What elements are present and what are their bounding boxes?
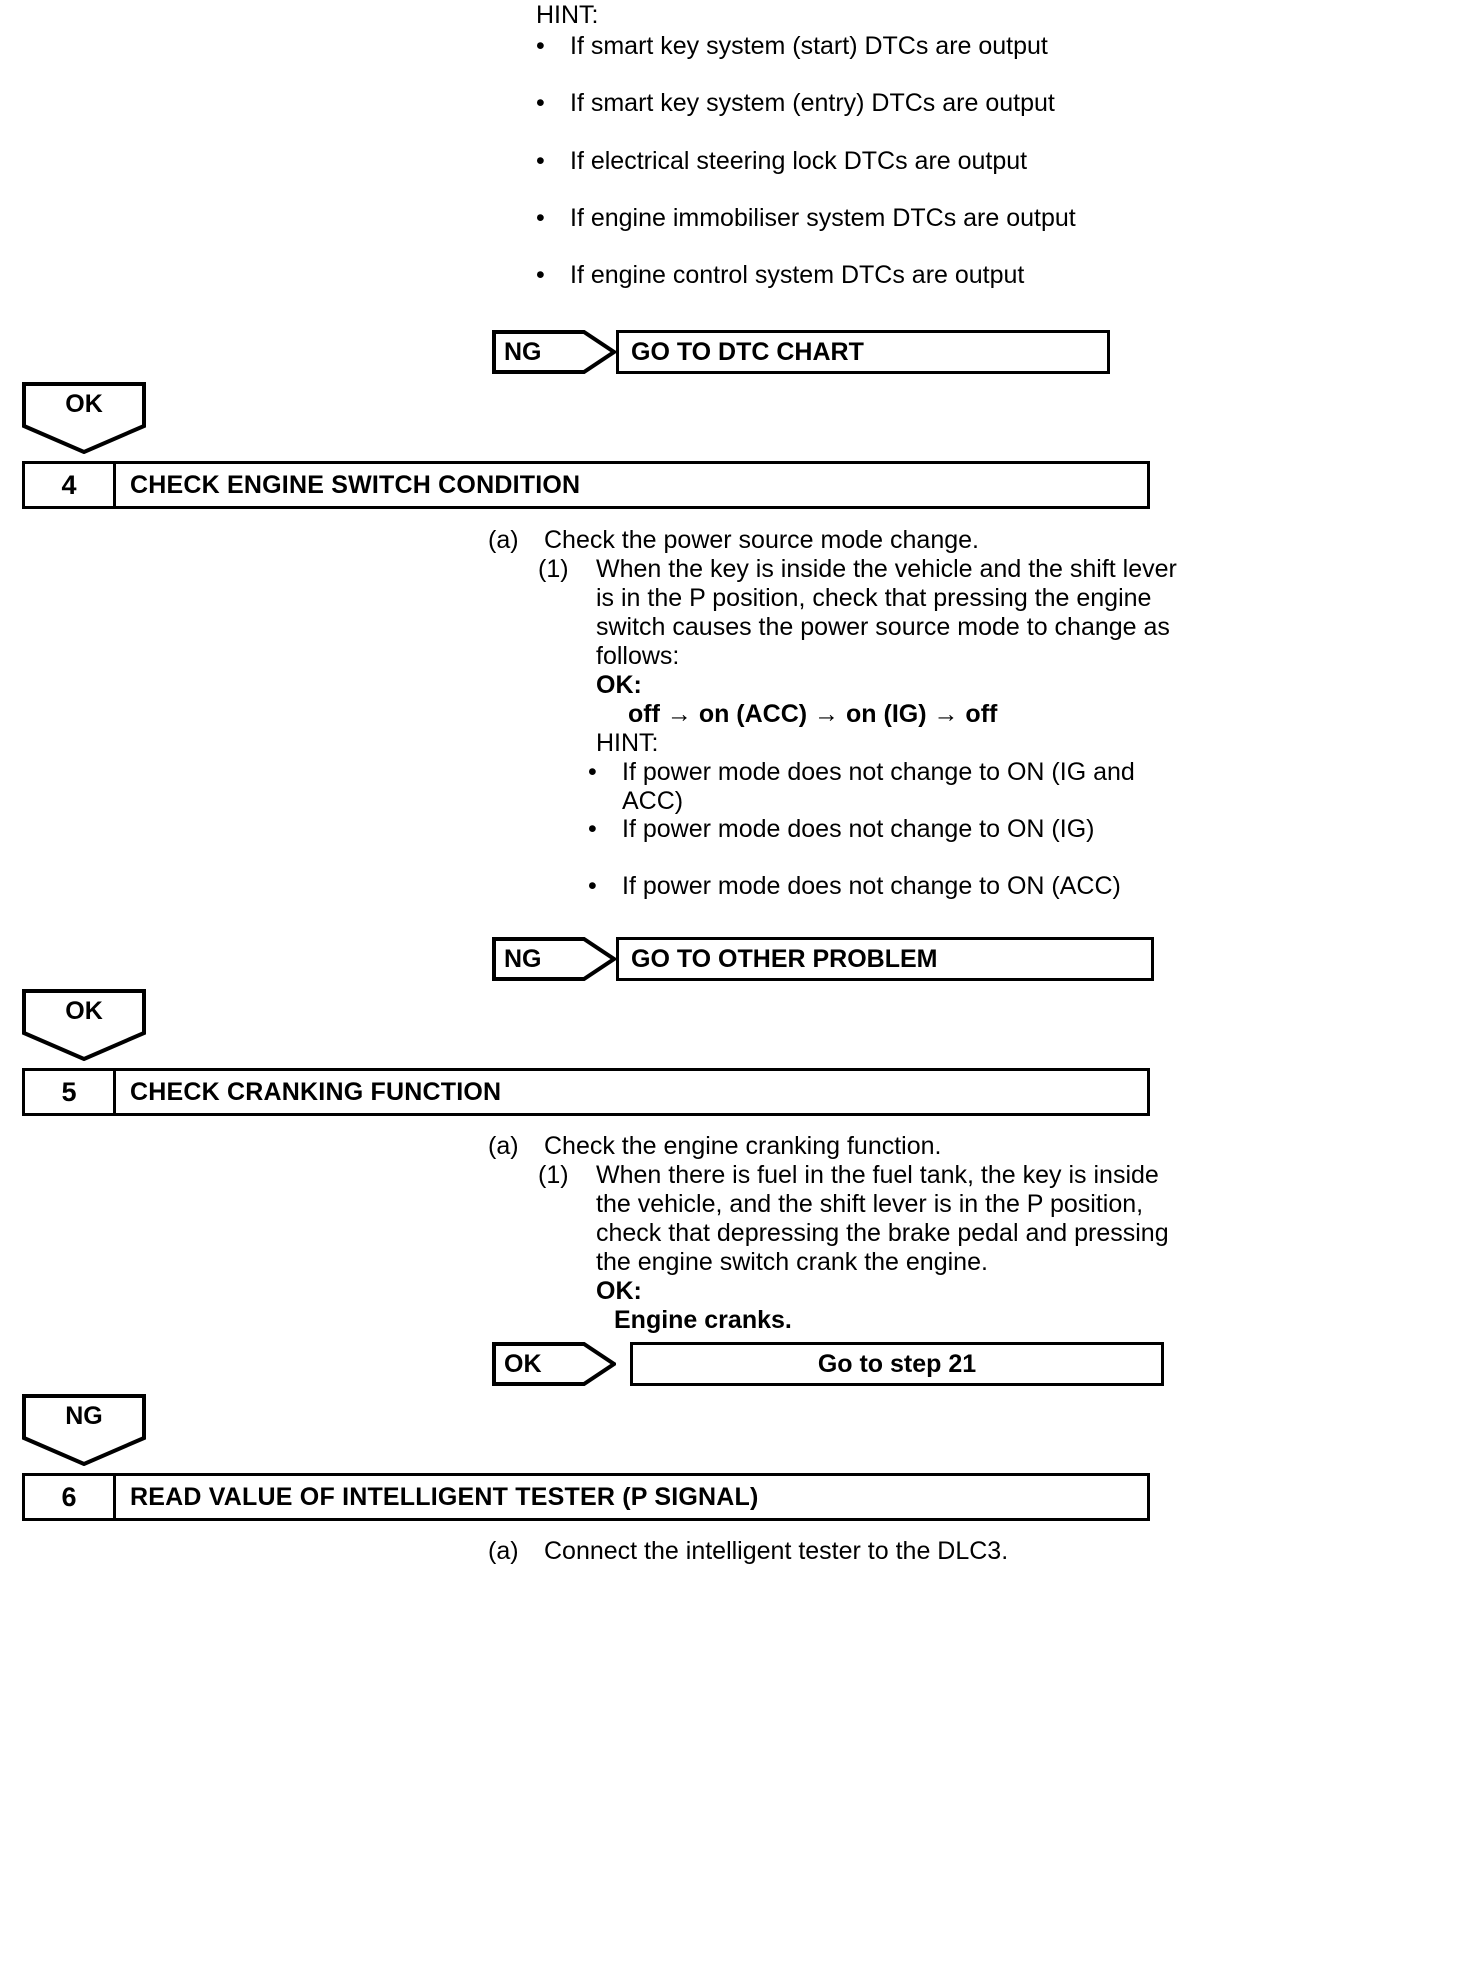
item-text-1-line: When the key is inside the vehicle and t… xyxy=(596,555,1177,583)
item-label-a: (a) xyxy=(488,1537,519,1565)
step-title: CHECK ENGINE SWITCH CONDITION xyxy=(130,470,581,499)
hint-label-step4: HINT: xyxy=(596,729,659,757)
ng-arrow-tag: NG xyxy=(492,937,616,981)
list-item: • If engine immobiliser system DTCs are … xyxy=(536,203,1136,233)
list-item: • If power mode does not change to ON (I… xyxy=(588,757,1148,787)
ng-tag-label: NG xyxy=(65,1402,103,1430)
item-text-1-line: follows: xyxy=(596,642,680,670)
result-box-go-to-step-21[interactable]: Go to step 21 xyxy=(630,1342,1164,1386)
item-label-a: (a) xyxy=(488,1132,519,1160)
bullet-dot-icon: • xyxy=(536,147,545,175)
step-number: 5 xyxy=(25,1071,116,1113)
item-label-a: (a) xyxy=(488,526,519,554)
item-label-1: (1) xyxy=(538,555,569,583)
list-item-label-wrap: ACC) xyxy=(622,787,684,815)
item-text-a: Check the power source mode change. xyxy=(544,526,979,554)
ok-tag-label: OK xyxy=(65,997,103,1025)
step-header-4: 4 CHECK ENGINE SWITCH CONDITION xyxy=(22,461,1150,509)
list-item-label: If power mode does not change to ON (IG) xyxy=(622,815,1095,843)
list-item-label: If power mode does not change to ON (ACC… xyxy=(622,872,1121,900)
ok-value: Engine cranks. xyxy=(614,1306,792,1334)
step-title: READ VALUE OF INTELLIGENT TESTER (P SIGN… xyxy=(130,1482,759,1511)
ng-tag-label: NG xyxy=(504,945,542,973)
item-text-a: Check the engine cranking function. xyxy=(544,1132,942,1160)
item-text-a: Connect the intelligent tester to the DL… xyxy=(544,1537,1009,1565)
ok-label: OK: xyxy=(596,1277,642,1305)
hint-label-top: HINT: xyxy=(536,1,599,29)
list-item-label: If power mode does not change to ON (IG … xyxy=(622,758,1135,786)
step-header-6: 6 READ VALUE OF INTELLIGENT TESTER (P SI… xyxy=(22,1473,1150,1521)
list-item-label: If smart key system (entry) DTCs are out… xyxy=(570,89,1055,117)
bullet-dot-icon: • xyxy=(588,758,597,786)
step-number: 4 xyxy=(25,464,116,506)
result-box-go-to-dtc-chart[interactable]: GO TO DTC CHART xyxy=(616,330,1110,374)
ng-down-tag-step5: NG xyxy=(22,1394,146,1466)
list-item-label: If engine immobiliser system DTCs are ou… xyxy=(570,204,1076,232)
bullet-dot-icon: • xyxy=(588,815,597,843)
result-box-go-to-other-problem[interactable]: GO TO OTHER PROBLEM xyxy=(616,937,1154,981)
ok-tag-label: OK xyxy=(504,1350,542,1378)
step-title: CHECK CRANKING FUNCTION xyxy=(130,1077,502,1106)
ng-arrow-tag: NG xyxy=(492,330,616,374)
item-text-1-line: the vehicle, and the shift lever is in t… xyxy=(596,1190,1144,1218)
step-header-5: 5 CHECK CRANKING FUNCTION xyxy=(22,1068,1150,1116)
list-item-label: If electrical steering lock DTCs are out… xyxy=(570,147,1028,175)
list-item: • If electrical steering lock DTCs are o… xyxy=(536,146,1136,176)
item-label-1: (1) xyxy=(538,1161,569,1189)
item-text-1-line: When there is fuel in the fuel tank, the… xyxy=(596,1161,1159,1189)
list-item: • If power mode does not change to ON (I… xyxy=(588,814,1148,844)
item-text-1-line: switch causes the power source mode to c… xyxy=(596,613,1170,641)
list-item: • If power mode does not change to ON (A… xyxy=(588,871,1148,901)
ok-label: OK: xyxy=(596,671,642,699)
item-text-1-line: the engine switch crank the engine. xyxy=(596,1248,988,1276)
bullet-dot-icon: • xyxy=(536,261,545,289)
result-row-ng-dtc-chart: NG GO TO DTC CHART xyxy=(492,330,1110,374)
ok-down-tag-top: OK xyxy=(22,382,146,454)
list-item: • If engine control system DTCs are outp… xyxy=(536,260,1136,290)
bullet-dot-icon: • xyxy=(536,32,545,60)
result-row-ng-other-problem: NG GO TO OTHER PROBLEM xyxy=(492,937,1154,981)
result-row-ok-go-to-step-21: OK Go to step 21 xyxy=(492,1342,1164,1386)
ok-tag-label: OK xyxy=(65,390,103,418)
list-item: • If smart key system (entry) DTCs are o… xyxy=(536,88,1136,118)
ok-value: off → on (ACC) → on (IG) → off xyxy=(628,700,998,728)
ok-down-tag-step4: OK xyxy=(22,989,146,1061)
list-item-label: If engine control system DTCs are output xyxy=(570,261,1025,289)
list-item: • If smart key system (start) DTCs are o… xyxy=(536,31,1136,61)
ng-tag-label: NG xyxy=(504,338,542,366)
bullet-dot-icon: • xyxy=(588,872,597,900)
bullet-dot-icon: • xyxy=(536,204,545,232)
step-number: 6 xyxy=(25,1476,116,1518)
bullet-dot-icon: • xyxy=(536,89,545,117)
ok-arrow-tag: OK xyxy=(492,1342,616,1386)
item-text-1-line: is in the P position, check that pressin… xyxy=(596,584,1152,612)
item-text-1-line: check that depressing the brake pedal an… xyxy=(596,1219,1169,1247)
list-item-label: If smart key system (start) DTCs are out… xyxy=(570,32,1048,60)
